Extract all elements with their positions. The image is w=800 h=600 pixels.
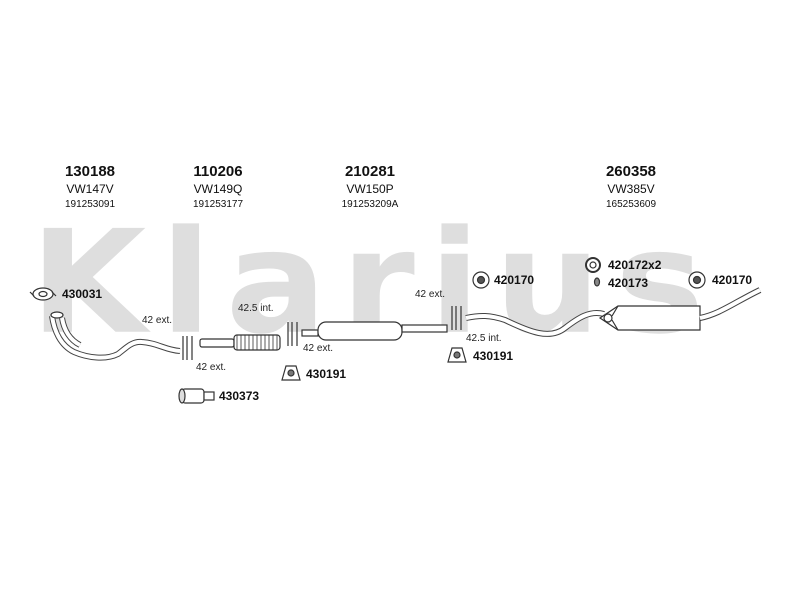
mount-430191-a-icon[interactable] bbox=[281, 365, 301, 381]
oe-number: 165253609 bbox=[605, 199, 657, 210]
rear-silencer-260358[interactable] bbox=[465, 287, 762, 337]
clamp-430373-icon[interactable] bbox=[178, 388, 215, 404]
section-center-silencer[interactable]: 210281 VW150P 191253209A bbox=[300, 163, 440, 213]
oe-number: 191253209A bbox=[341, 199, 399, 210]
part-number: 130188 bbox=[64, 163, 116, 180]
fitting-label-430191-b: 430191 bbox=[473, 349, 514, 363]
ring-420170-a-icon[interactable] bbox=[472, 271, 490, 289]
joint-1-bottom-note: 42 ext. bbox=[196, 362, 227, 373]
joint-3-bottom-note: 42.5 int. bbox=[466, 333, 502, 344]
section-rear-silencer[interactable]: 260358 VW385V 165253609 bbox=[561, 163, 701, 213]
fitting-label-420170-a: 420170 bbox=[494, 273, 535, 287]
clamp-430031-icon[interactable] bbox=[29, 287, 57, 301]
joint-2-bottom-note: 42 ext. bbox=[303, 343, 334, 354]
section-flexible-pipe[interactable]: 110206 VW149Q 191253177 bbox=[148, 163, 288, 213]
oe-number: 191253091 bbox=[64, 199, 116, 210]
ring-420172-icon[interactable] bbox=[585, 257, 601, 273]
fitting-label-430373: 430373 bbox=[219, 389, 260, 403]
ring-420173-icon[interactable] bbox=[593, 277, 601, 287]
part-code: VW150P bbox=[346, 182, 394, 196]
mount-430191-b-icon[interactable] bbox=[447, 347, 467, 363]
joint-marker-2 bbox=[287, 322, 298, 346]
section-front-pipe[interactable]: 130188 VW147V 191253091 bbox=[20, 163, 160, 213]
center-silencer-210281[interactable] bbox=[301, 321, 448, 341]
oe-number: 191253177 bbox=[192, 199, 244, 210]
part-number: 210281 bbox=[344, 163, 396, 180]
part-code: VW147V bbox=[66, 182, 114, 196]
joint-marker-3 bbox=[451, 306, 462, 330]
joint-2-top-note: 42.5 int. bbox=[238, 303, 274, 314]
fitting-label-420173: 420173 bbox=[608, 276, 649, 290]
flexible-pipe-110206[interactable] bbox=[199, 334, 281, 351]
fitting-label-420172: 420172x2 bbox=[608, 258, 662, 272]
part-number: 260358 bbox=[605, 163, 657, 180]
fitting-label-420170-b: 420170 bbox=[712, 273, 753, 287]
joint-3-top-note: 42 ext. bbox=[415, 289, 446, 300]
front-pipe-130188[interactable] bbox=[49, 311, 181, 361]
part-code: VW149Q bbox=[193, 182, 243, 196]
part-number: 110206 bbox=[193, 163, 243, 180]
fitting-label-430031: 430031 bbox=[62, 287, 103, 301]
joint-1-top-note: 42 ext. bbox=[142, 315, 173, 326]
joint-marker-1 bbox=[182, 336, 193, 360]
ring-420170-b-icon[interactable] bbox=[688, 271, 706, 289]
part-code: VW385V bbox=[607, 182, 655, 196]
fitting-label-430191-a: 430191 bbox=[306, 367, 347, 381]
